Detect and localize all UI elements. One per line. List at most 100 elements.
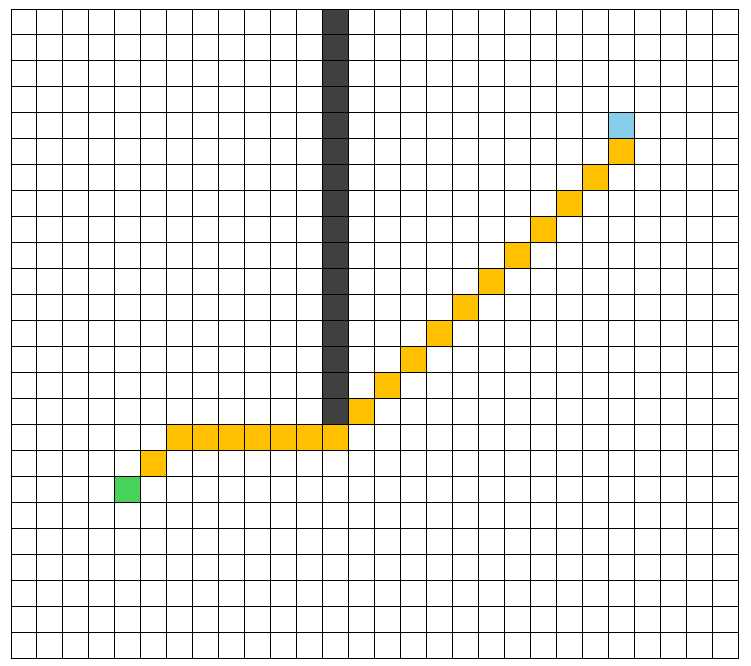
empty-cell[interactable] xyxy=(531,191,557,217)
empty-cell[interactable] xyxy=(11,425,37,451)
empty-cell[interactable] xyxy=(37,295,63,321)
empty-cell[interactable] xyxy=(479,139,505,165)
empty-cell[interactable] xyxy=(219,61,245,87)
empty-cell[interactable] xyxy=(375,425,401,451)
empty-cell[interactable] xyxy=(323,555,349,581)
empty-cell[interactable] xyxy=(453,399,479,425)
empty-cell[interactable] xyxy=(401,269,427,295)
empty-cell[interactable] xyxy=(531,295,557,321)
empty-cell[interactable] xyxy=(245,321,271,347)
empty-cell[interactable] xyxy=(531,321,557,347)
path-cell[interactable] xyxy=(271,425,297,451)
empty-cell[interactable] xyxy=(635,9,661,35)
empty-cell[interactable] xyxy=(63,425,89,451)
empty-cell[interactable] xyxy=(505,35,531,61)
empty-cell[interactable] xyxy=(401,451,427,477)
empty-cell[interactable] xyxy=(297,243,323,269)
wall-cell[interactable] xyxy=(323,373,349,399)
empty-cell[interactable] xyxy=(713,243,739,269)
empty-cell[interactable] xyxy=(349,607,375,633)
empty-cell[interactable] xyxy=(635,607,661,633)
empty-cell[interactable] xyxy=(687,87,713,113)
empty-cell[interactable] xyxy=(583,347,609,373)
empty-cell[interactable] xyxy=(505,9,531,35)
empty-cell[interactable] xyxy=(453,321,479,347)
empty-cell[interactable] xyxy=(557,269,583,295)
empty-cell[interactable] xyxy=(609,165,635,191)
empty-cell[interactable] xyxy=(167,139,193,165)
empty-cell[interactable] xyxy=(115,399,141,425)
empty-cell[interactable] xyxy=(349,61,375,87)
empty-cell[interactable] xyxy=(271,295,297,321)
empty-cell[interactable] xyxy=(687,269,713,295)
empty-cell[interactable] xyxy=(63,191,89,217)
empty-cell[interactable] xyxy=(531,9,557,35)
empty-cell[interactable] xyxy=(609,529,635,555)
empty-cell[interactable] xyxy=(375,87,401,113)
empty-cell[interactable] xyxy=(427,87,453,113)
empty-cell[interactable] xyxy=(661,295,687,321)
empty-cell[interactable] xyxy=(219,529,245,555)
wall-cell[interactable] xyxy=(323,139,349,165)
empty-cell[interactable] xyxy=(479,581,505,607)
empty-cell[interactable] xyxy=(713,373,739,399)
empty-cell[interactable] xyxy=(271,217,297,243)
empty-cell[interactable] xyxy=(479,451,505,477)
empty-cell[interactable] xyxy=(687,321,713,347)
empty-cell[interactable] xyxy=(635,581,661,607)
empty-cell[interactable] xyxy=(583,425,609,451)
empty-cell[interactable] xyxy=(661,243,687,269)
empty-cell[interactable] xyxy=(687,295,713,321)
empty-cell[interactable] xyxy=(401,87,427,113)
empty-cell[interactable] xyxy=(687,191,713,217)
empty-cell[interactable] xyxy=(167,9,193,35)
empty-cell[interactable] xyxy=(245,451,271,477)
empty-cell[interactable] xyxy=(505,451,531,477)
empty-cell[interactable] xyxy=(687,477,713,503)
empty-cell[interactable] xyxy=(219,217,245,243)
empty-cell[interactable] xyxy=(219,139,245,165)
empty-cell[interactable] xyxy=(245,87,271,113)
empty-cell[interactable] xyxy=(479,295,505,321)
empty-cell[interactable] xyxy=(167,399,193,425)
empty-cell[interactable] xyxy=(297,529,323,555)
empty-cell[interactable] xyxy=(635,529,661,555)
empty-cell[interactable] xyxy=(11,399,37,425)
empty-cell[interactable] xyxy=(349,373,375,399)
empty-cell[interactable] xyxy=(11,321,37,347)
empty-cell[interactable] xyxy=(37,269,63,295)
empty-cell[interactable] xyxy=(297,87,323,113)
empty-cell[interactable] xyxy=(11,347,37,373)
empty-cell[interactable] xyxy=(89,633,115,659)
empty-cell[interactable] xyxy=(531,607,557,633)
empty-cell[interactable] xyxy=(89,555,115,581)
empty-cell[interactable] xyxy=(193,35,219,61)
empty-cell[interactable] xyxy=(271,87,297,113)
path-cell[interactable] xyxy=(505,243,531,269)
empty-cell[interactable] xyxy=(687,581,713,607)
empty-cell[interactable] xyxy=(193,113,219,139)
empty-cell[interactable] xyxy=(219,581,245,607)
empty-cell[interactable] xyxy=(115,503,141,529)
empty-cell[interactable] xyxy=(583,321,609,347)
empty-cell[interactable] xyxy=(635,503,661,529)
empty-cell[interactable] xyxy=(349,139,375,165)
empty-cell[interactable] xyxy=(271,529,297,555)
empty-cell[interactable] xyxy=(323,607,349,633)
empty-cell[interactable] xyxy=(37,165,63,191)
path-cell[interactable] xyxy=(557,191,583,217)
empty-cell[interactable] xyxy=(11,607,37,633)
empty-cell[interactable] xyxy=(479,61,505,87)
empty-cell[interactable] xyxy=(245,35,271,61)
empty-cell[interactable] xyxy=(89,607,115,633)
empty-cell[interactable] xyxy=(583,373,609,399)
empty-cell[interactable] xyxy=(401,581,427,607)
empty-cell[interactable] xyxy=(427,35,453,61)
empty-cell[interactable] xyxy=(505,555,531,581)
empty-cell[interactable] xyxy=(63,269,89,295)
wall-cell[interactable] xyxy=(323,269,349,295)
empty-cell[interactable] xyxy=(479,113,505,139)
empty-cell[interactable] xyxy=(63,35,89,61)
empty-cell[interactable] xyxy=(115,61,141,87)
empty-cell[interactable] xyxy=(297,503,323,529)
